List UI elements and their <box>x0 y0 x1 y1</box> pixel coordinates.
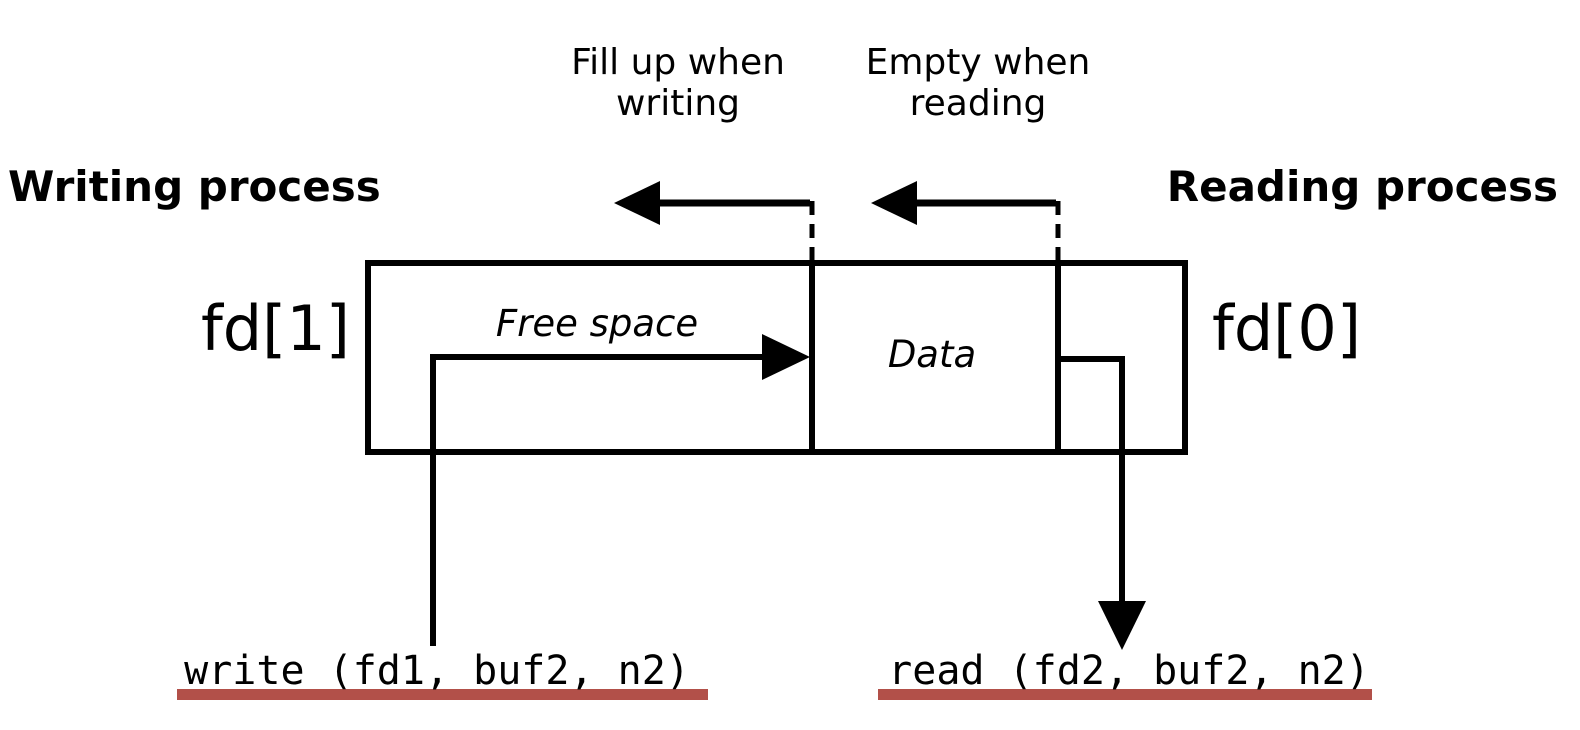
fd1-label: fd[1] <box>200 292 350 365</box>
fill-annotation-line2: writing <box>615 83 741 125</box>
read-flow-line <box>1055 356 1125 603</box>
reading-process-label: Reading process <box>1166 162 1558 211</box>
fill-arrow-head-icon <box>614 181 660 225</box>
writing-process-label: Writing process <box>8 162 381 211</box>
write-call-underline <box>177 689 708 700</box>
empty-annotation: Empty when reading <box>866 42 1091 125</box>
write-call-label: write (fd1, buf2, n2) <box>184 648 690 694</box>
read-call-label: read (fd2, buf2, n2) <box>888 648 1370 694</box>
empty-annotation-line2: reading <box>909 83 1047 125</box>
pipe-buffer-rect <box>365 260 1188 455</box>
write-flow-line <box>430 354 764 646</box>
fd0-label: fd[0] <box>1212 292 1362 365</box>
free-space-label: Free space <box>495 302 699 345</box>
data-label: Data <box>887 333 977 376</box>
write-arrow-head-icon <box>762 334 810 380</box>
empty-arrow-head-icon <box>871 181 917 225</box>
empty-annotation-line1: Empty when <box>865 42 1091 83</box>
fill-annotation: Fill up when writing <box>571 42 785 125</box>
read-call-underline <box>878 689 1372 700</box>
fill-annotation-line1: Fill up when <box>571 42 785 83</box>
read-arrow-head-icon <box>1098 601 1146 650</box>
